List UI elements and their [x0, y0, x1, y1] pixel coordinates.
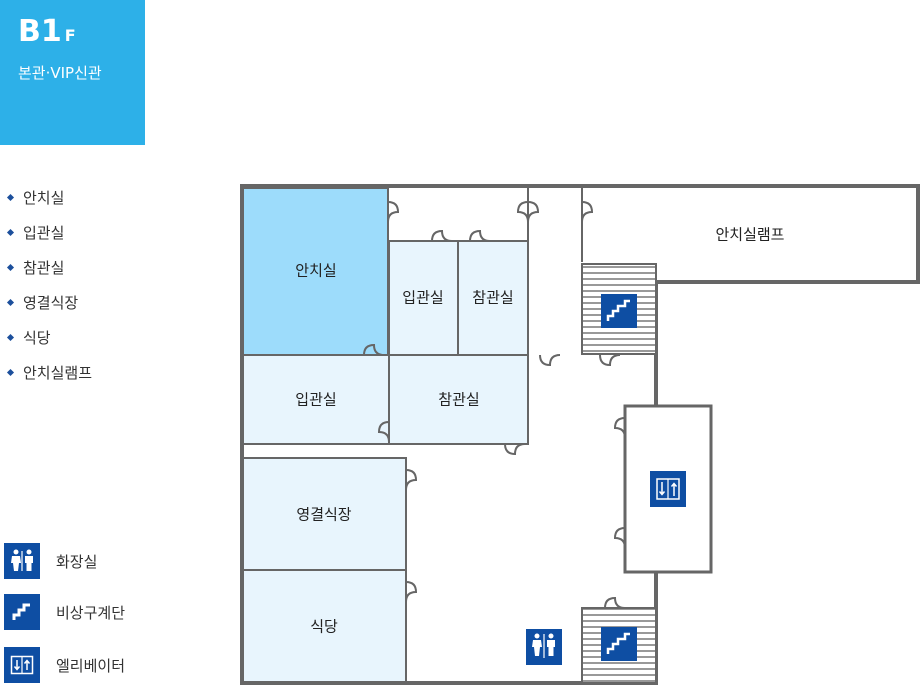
legend-item[interactable]: 입관실: [6, 215, 92, 250]
restroom-icon-plan[interactable]: [526, 629, 562, 665]
room-observe-2[interactable]: [388, 354, 529, 445]
legend-item[interactable]: 영결식장: [6, 285, 92, 320]
restroom-icon: [4, 543, 40, 579]
room-funeral-hall[interactable]: [242, 457, 407, 571]
building-label: 본관·VIP신관: [18, 64, 102, 82]
icon-legend-restroom: 화장실: [4, 543, 204, 579]
label-casket-1: 입관실: [402, 289, 443, 307]
room-morgue[interactable]: [242, 187, 389, 356]
label-funeral-hall: 영결식장: [296, 506, 351, 524]
doors: [363, 201, 626, 609]
icon-legend-label: 화장실: [56, 552, 98, 571]
elevator-icon-plan[interactable]: [650, 471, 686, 507]
legend-item[interactable]: 안치실램프: [6, 355, 92, 390]
label-morgue-ramp: 안치실램프: [715, 226, 784, 244]
room-cafeteria[interactable]: [242, 569, 407, 684]
label-observe-1: 참관실: [472, 289, 513, 307]
label-cafeteria: 식당: [310, 618, 338, 636]
label-casket-2: 입관실: [295, 391, 336, 409]
icon-legend-stairs: 비상구계단: [4, 594, 204, 630]
room-observe-1[interactable]: [457, 240, 529, 356]
stairs-icon-lower[interactable]: [601, 627, 637, 661]
legend-item[interactable]: 참관실: [6, 250, 92, 285]
stairs-icon-upper[interactable]: [601, 294, 637, 328]
legend-item[interactable]: 안치실: [6, 180, 92, 215]
label-observe-2: 참관실: [438, 391, 479, 409]
room-casket-2[interactable]: [242, 354, 390, 445]
label-morgue: 안치실: [295, 262, 336, 280]
icon-legend-label: 엘리베이터: [56, 656, 126, 675]
room-legend: 안치실 입관실 참관실 영결식장 식당 안치실램프: [6, 180, 92, 390]
room-casket-1[interactable]: [388, 240, 459, 356]
emergency-stairs-icon: [4, 594, 40, 630]
elevator-icon: [4, 647, 40, 683]
legend-item[interactable]: 식당: [6, 320, 92, 355]
icon-legend-elevator: 엘리베이터: [4, 647, 204, 683]
icon-legend-label: 비상구계단: [56, 603, 126, 622]
